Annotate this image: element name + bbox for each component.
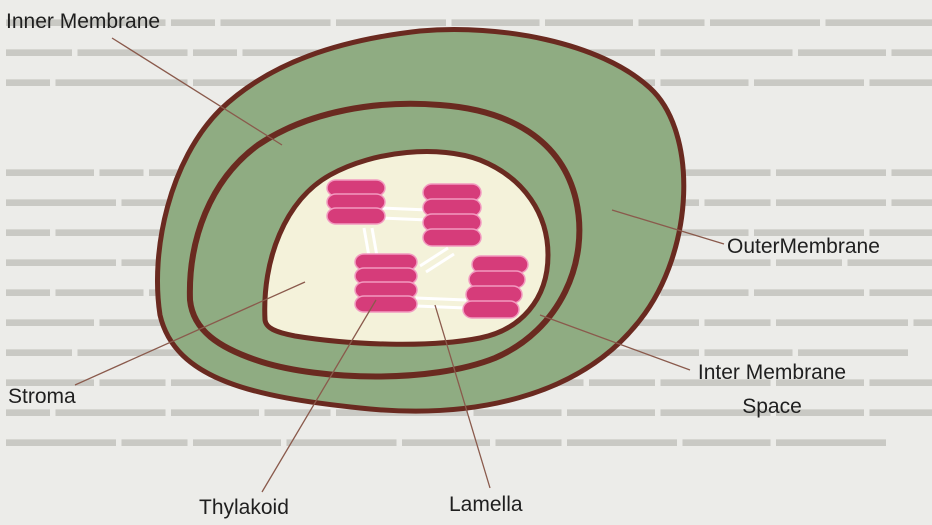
label-stroma: Stroma [8, 384, 76, 410]
label-thylakoid: Thylakoid [199, 495, 289, 521]
label-lamella: Lamella [449, 492, 523, 518]
thylakoid-disc [327, 208, 385, 224]
lamella-line [380, 208, 428, 210]
label-inter-membrane-line1: Inter Membrane [672, 360, 872, 386]
label-inter-membrane-space: Inter Membrane Space [672, 360, 872, 420]
label-outer-membrane: OuterMembrane [727, 234, 880, 260]
thylakoid-disc [423, 229, 481, 246]
thylakoid-disc [355, 296, 417, 312]
label-inner-membrane: Inner Membrane [6, 9, 160, 35]
lamella-line [416, 306, 466, 308]
lamella-line [380, 218, 428, 220]
lamella-line [416, 298, 466, 300]
granum-stack [463, 256, 528, 318]
label-inter-membrane-line2: Space [672, 394, 872, 420]
granum-stack [423, 184, 481, 246]
granum-stack [355, 254, 417, 312]
thylakoid-disc [463, 301, 519, 318]
granum-stack [327, 180, 385, 224]
